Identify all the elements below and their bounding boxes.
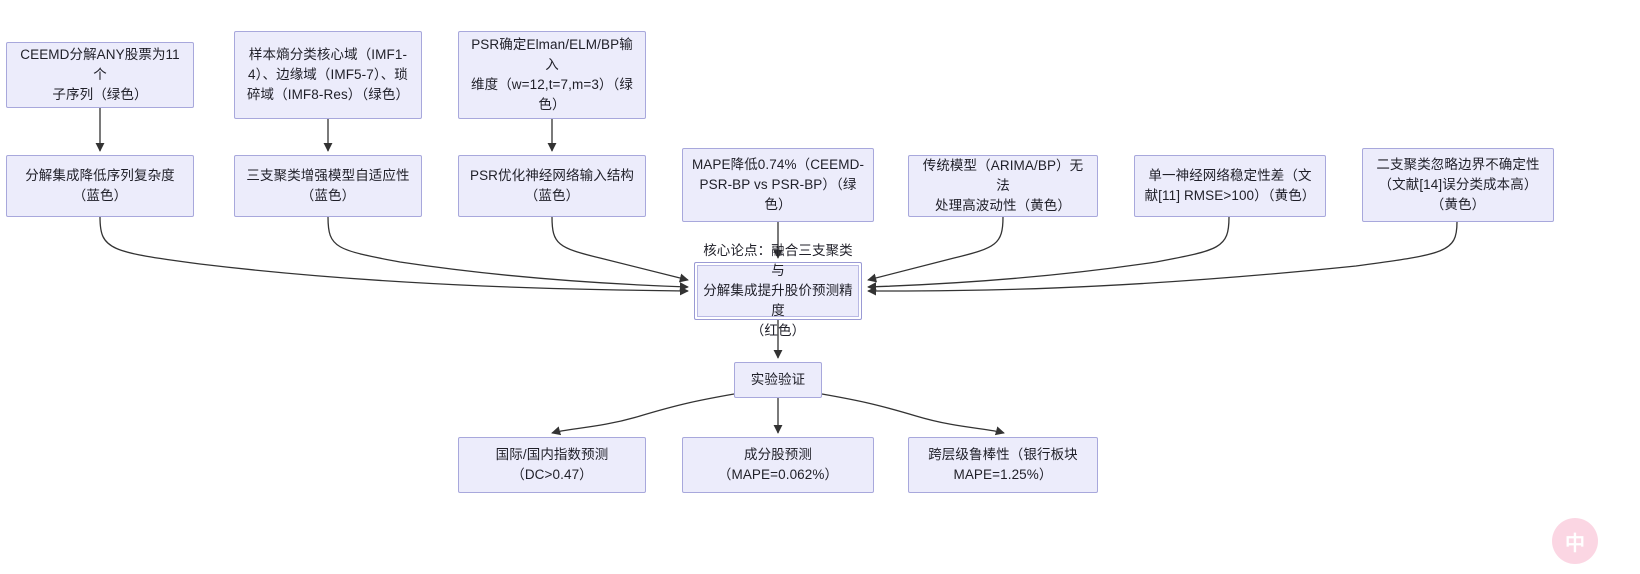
node-label: 传统模型（ARIMA/BP）无法 处理高波动性（黄色） [922,158,1084,213]
node-label: 核心论点：融合三支聚类与 分解集成提升股价预测精度 （红色） [703,243,853,338]
node-sample-entropy-classification[interactable]: 样本熵分类核心域（IMF1- 4）、边缘域（IMF5-7）、琐 碎域（IMF8-… [234,31,422,119]
node-cross-level-robustness-result[interactable]: 跨层级鲁棒性（银行板块 MAPE=1.25%） [908,437,1098,493]
node-traditional-model-limitation[interactable]: 传统模型（ARIMA/BP）无法 处理高波动性（黄色） [908,155,1098,217]
node-label: 跨层级鲁棒性（银行板块 MAPE=1.25%） [928,447,1078,482]
node-label: 三支聚类增强模型自适应性 （蓝色） [246,168,410,203]
edge-n10-core [867,221,1458,296]
node-label: 分解集成降低序列复杂度 （蓝色） [25,168,175,203]
edge-n11-n12 [551,393,735,436]
node-ceemd-decomposition[interactable]: CEEMD分解ANY股票为11个 子序列（绿色） [6,42,194,108]
node-label: CEEMD分解ANY股票为11个 子序列（绿色） [20,47,180,102]
node-label: 单一神经网络稳定性差（文 献[11] RMSE>100）（黄色） [1144,168,1316,203]
node-two-way-clustering-boundary[interactable]: 二支聚类忽略边界不确定性 （文献[14]误分类成本高） （黄色） [1362,148,1554,222]
node-label: 二支聚类忽略边界不确定性 （文献[14]误分类成本高） （黄色） [1376,157,1540,212]
node-index-forecast-result[interactable]: 国际/国内指数预测 （DC>0.47） [458,437,646,493]
node-label: 实验验证 [750,372,806,387]
watermark-badge: 中 [1552,518,1598,564]
edge-n5-core [327,216,689,292]
node-core-thesis[interactable]: 核心论点：融合三支聚类与 分解集成提升股价预测精度 （红色） [694,243,862,338]
node-label: 国际/国内指数预测 （DC>0.47） [495,447,609,482]
watermark-glyph: 中 [1565,530,1585,555]
node-decomposition-reduces-complexity[interactable]: 分解集成降低序列复杂度 （蓝色） [6,155,194,217]
node-three-way-clustering-adaptivity[interactable]: 三支聚类增强模型自适应性 （蓝色） [234,155,422,217]
node-experimental-verification[interactable]: 实验验证 [734,362,822,398]
node-psr-input-dimension[interactable]: PSR确定Elman/ELM/BP输入 维度（w=12,t=7,m=3）（绿 色… [458,31,646,119]
node-psr-optimizes-network-input[interactable]: PSR优化神经网络输入结构 （蓝色） [458,155,646,217]
node-label: 样本熵分类核心域（IMF1- 4）、边缘域（IMF5-7）、琐 碎域（IMF8-… [246,47,410,102]
node-label: 成分股预测 （MAPE=0.062%） [717,447,839,482]
edge-n11-n14 [821,393,1005,436]
edge-n4-core [99,216,689,296]
node-mape-reduction-evidence[interactable]: MAPE降低0.74%（CEEMD- PSR-BP vs PSR-BP）（绿 色… [682,148,874,222]
node-label: MAPE降低0.74%（CEEMD- PSR-BP vs PSR-BP）（绿 色… [691,157,865,212]
node-label: PSR优化神经网络输入结构 （蓝色） [469,168,635,203]
node-single-network-instability[interactable]: 单一神经网络稳定性差（文 献[11] RMSE>100）（黄色） [1134,155,1326,217]
edge-n6-core [551,216,689,283]
node-label: PSR确定Elman/ELM/BP输入 维度（w=12,t=7,m=3）（绿 色… [471,37,633,112]
node-constituent-stock-result[interactable]: 成分股预测 （MAPE=0.062%） [682,437,874,493]
edge-n8-core [867,216,1004,283]
edge-n9-core [867,216,1230,292]
